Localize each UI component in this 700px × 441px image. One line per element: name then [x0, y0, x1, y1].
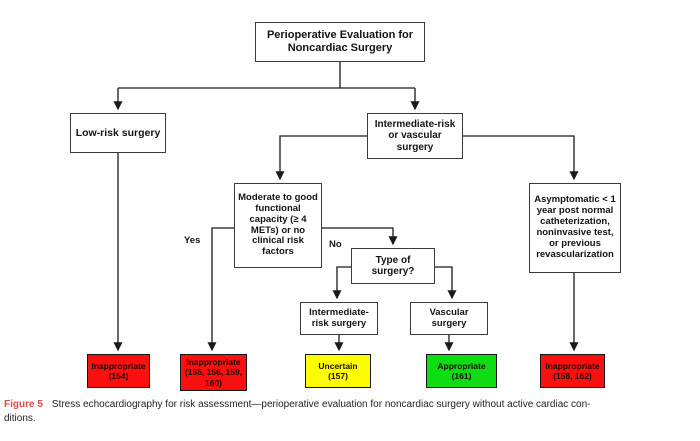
node-vascular-surgery: Vascular surgery — [410, 302, 488, 335]
edge-intermediate-to-moderate — [275, 135, 367, 181]
outcome-refs: (161) — [451, 371, 472, 381]
outcome-label: Uncertain — [318, 360, 358, 371]
outcome-inappropriate-low-risk: Inappropriate (154) — [87, 354, 150, 388]
outcome-inappropriate-functional-capacity: Inappropriate (155, 156, 159, 160) — [180, 354, 247, 391]
outcome-refs: (158, 162) — [553, 371, 592, 381]
outcome-label: Inappropriate — [91, 360, 146, 371]
edge-label-no: No — [329, 239, 342, 250]
edge-moderate-no-to-type — [322, 227, 398, 246]
outcome-label: Inappropriate — [545, 360, 600, 371]
edge-label-yes: Yes — [184, 235, 201, 246]
caption-line-1: Figure 5 Stress echocardiography for risk… — [4, 398, 698, 412]
node-perioperative-evaluation: Perioperative Evaluation for Noncardiac … — [255, 22, 425, 62]
caption-text-1: Stress echocardiography for risk assessm… — [51, 399, 591, 410]
figure-caption: Figure 5 Stress echocardiography for risk… — [4, 398, 698, 425]
outcome-inappropriate-prior-evaluation: Inappropriate (158, 162) — [540, 354, 605, 388]
outcome-refs: (155, 156, 159, 160) — [184, 367, 243, 388]
node-intermediate-risk-or-vascular-surgery: Intermediate-risk or vascular surgery — [367, 113, 463, 159]
edge-type-to-vascular-surgery — [435, 266, 457, 300]
outcome-appropriate-vascular: Appropriate (161) — [426, 354, 497, 388]
edge-type-to-intermediate-risk-surgery — [332, 266, 351, 300]
node-type-of-surgery: Type of surgery? — [351, 248, 435, 284]
node-functional-capacity: Moderate to good functional capacity (≥ … — [234, 183, 322, 268]
edge-moderate-yes-to-inappropriate — [207, 227, 234, 352]
node-intermediate-risk-surgery: Intermediate-risk surgery — [300, 302, 378, 335]
outcome-refs: (154) — [108, 371, 129, 381]
node-low-risk-surgery: Low-risk surgery — [70, 113, 166, 153]
outcome-label: Inappropriate — [186, 357, 241, 368]
figure-number-label: Figure 5 — [4, 399, 43, 410]
outcome-label: Appropriate — [437, 360, 486, 371]
outcome-uncertain-intermediate-risk: Uncertain (157) — [305, 354, 371, 388]
edge-root-stem — [118, 62, 415, 89]
edge-intermediate-to-asymptomatic — [463, 135, 579, 181]
caption-line-2: ditions. — [4, 412, 36, 424]
outcome-refs: (157) — [328, 371, 348, 381]
node-asymptomatic-prior-evaluation: Asymptomatic < 1 year post normal cathet… — [529, 183, 621, 273]
